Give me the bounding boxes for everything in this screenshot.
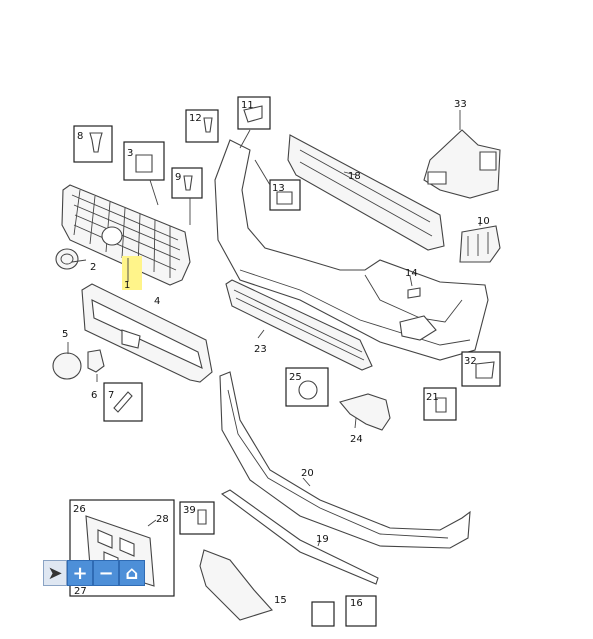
- label-33: 33: [454, 99, 467, 110]
- plus-icon[interactable]: +: [67, 560, 93, 586]
- callout-box-12[interactable]: [185, 109, 219, 143]
- label-14: 14: [405, 268, 418, 279]
- label-5: 5: [62, 329, 68, 340]
- label-28: 28: [156, 514, 169, 525]
- label-1: 1: [124, 280, 130, 291]
- callout-box-39[interactable]: [179, 501, 215, 535]
- callout-box-16[interactable]: [345, 595, 377, 627]
- bracket-part[interactable]: [87, 349, 105, 373]
- tow-hook-cover[interactable]: [339, 393, 391, 431]
- lower-grille[interactable]: [225, 279, 373, 371]
- zoom-toolbar: ➤ + − ⌂: [43, 560, 145, 586]
- label-24: 24: [350, 434, 363, 445]
- label-19: 19: [316, 534, 329, 545]
- label-6: 6: [91, 390, 97, 401]
- cursor-arrow-icon[interactable]: ➤: [43, 560, 67, 586]
- label-8: 8: [77, 131, 83, 142]
- label-7: 7: [108, 390, 114, 401]
- label-15: 15: [274, 595, 287, 606]
- highlight-marker: [122, 256, 142, 290]
- bumper-lip[interactable]: [220, 489, 379, 585]
- label-39: 39: [183, 505, 196, 516]
- label-20: 20: [301, 468, 314, 479]
- upper-bracket[interactable]: [287, 134, 445, 251]
- callout-box-8[interactable]: [73, 125, 113, 163]
- grille-frame[interactable]: [81, 283, 213, 383]
- label-10: 10: [477, 216, 490, 227]
- label-11: 11: [241, 100, 254, 111]
- callout-box-unlabeled[interactable]: [311, 601, 335, 627]
- label-27: 27: [74, 586, 87, 597]
- emblem-disc[interactable]: [55, 248, 79, 270]
- label-21: 21: [426, 392, 439, 403]
- home-icon[interactable]: ⌂: [119, 560, 145, 586]
- label-16: 16: [350, 598, 363, 609]
- label-23: 23: [254, 344, 267, 355]
- callout-box-3[interactable]: [123, 141, 165, 181]
- front-grille[interactable]: [61, 184, 191, 286]
- label-4: 4: [154, 296, 160, 307]
- label-25: 25: [289, 372, 302, 383]
- label-32: 32: [464, 356, 477, 367]
- bumper-cover[interactable]: [214, 139, 489, 361]
- label-9: 9: [175, 172, 181, 183]
- sensor-bracket[interactable]: [459, 225, 501, 263]
- cover-disc[interactable]: [52, 352, 82, 380]
- side-trim[interactable]: [199, 549, 273, 621]
- label-18: 18: [348, 171, 361, 182]
- label-3: 3: [127, 148, 133, 159]
- side-bracket[interactable]: [423, 129, 501, 199]
- lower-spoiler[interactable]: [219, 371, 471, 549]
- label-2: 2: [90, 262, 96, 273]
- label-26: 26: [73, 504, 86, 515]
- label-12: 12: [189, 113, 202, 124]
- minus-icon[interactable]: −: [93, 560, 119, 586]
- label-13: 13: [272, 183, 285, 194]
